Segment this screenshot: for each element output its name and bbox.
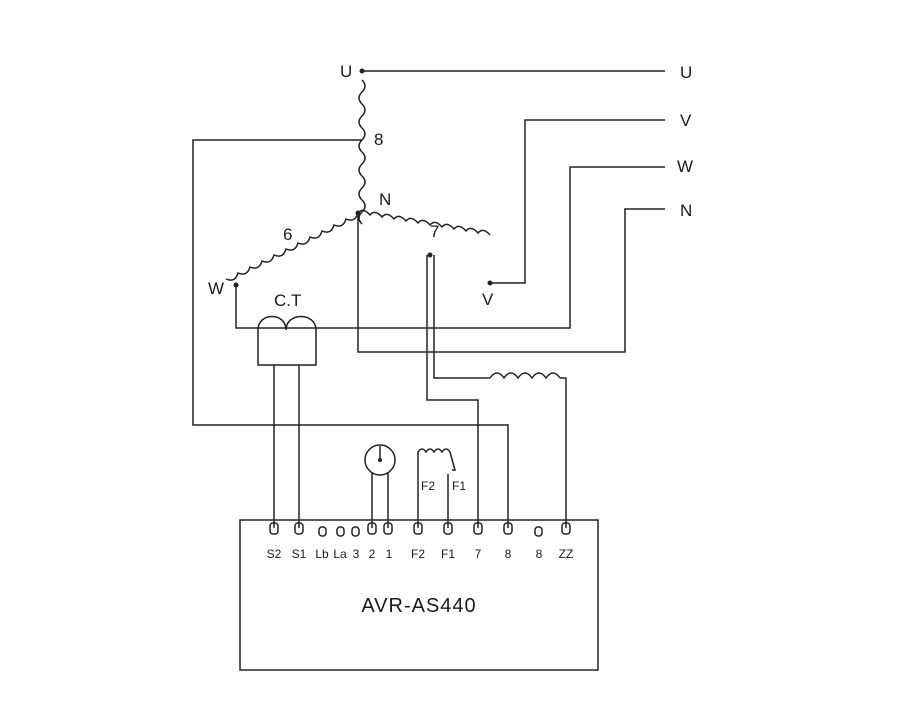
terminal-8b[interactable]: 8	[534, 526, 543, 561]
label-coil-7: 7	[430, 222, 439, 241]
ct-body	[257, 315, 317, 366]
terminal-3[interactable]: 3	[351, 526, 360, 561]
node-v	[487, 280, 493, 286]
terminal-2[interactable]: 2	[367, 522, 377, 561]
line-v	[490, 119, 665, 284]
terminal-f2[interactable]: F2	[411, 522, 425, 561]
coil-v	[357, 209, 491, 236]
terminal-lb-label: Lb	[315, 547, 329, 561]
terminal-8b-label: 8	[536, 547, 543, 561]
node-u	[359, 68, 365, 74]
label-coil-8: 8	[374, 130, 383, 149]
terminal-8a[interactable]: 8	[503, 522, 513, 561]
terminal-2-label: 2	[369, 547, 376, 561]
node-n	[355, 210, 361, 216]
output-lines	[235, 70, 665, 353]
terminal-f1-label: F1	[441, 547, 455, 561]
terminal-la[interactable]: La	[333, 526, 347, 561]
potentiometer	[364, 444, 396, 528]
wire-zz	[560, 377, 567, 528]
terminal-1-label: 1	[386, 547, 393, 561]
label-v-end: V	[482, 290, 494, 309]
aux-coil	[489, 372, 561, 380]
terminal-s2-label: S2	[267, 547, 282, 561]
terminal-lb[interactable]: Lb	[315, 526, 329, 561]
terminal-s1[interactable]: S1	[292, 522, 307, 561]
avr-box	[239, 519, 599, 671]
terminal-3-label: 3	[353, 547, 360, 561]
terminal-zz-label: ZZ	[559, 547, 574, 561]
avr-model-label: AVR-AS440	[361, 595, 476, 617]
terminal-s2[interactable]: S2	[267, 522, 282, 561]
line-w	[235, 166, 665, 329]
ct-label: C.T	[274, 291, 301, 310]
label-w-left: W	[208, 279, 224, 298]
label-n-center: N	[379, 190, 391, 209]
exciter-f1-label: F1	[452, 479, 466, 493]
exciter-f2-label: F2	[421, 479, 435, 493]
wire-aux-in	[433, 255, 490, 379]
exciter-field: F2 F1	[417, 448, 466, 528]
label-u-out: U	[680, 63, 692, 82]
node-7	[427, 252, 433, 258]
label-w-out: W	[677, 157, 693, 176]
potentiometer-icon	[364, 444, 396, 476]
avr-terminals: S2 S1 Lb La 3 2 1 F2	[267, 522, 574, 561]
terminal-s1-label: S1	[292, 547, 307, 561]
terminal-7[interactable]: 7	[473, 522, 483, 561]
exciter-field-icon	[417, 448, 456, 471]
current-transformer: C.T	[257, 291, 317, 528]
terminal-zz[interactable]: ZZ	[559, 522, 574, 561]
terminal-7-label: 7	[475, 547, 482, 561]
terminal-8a-label: 8	[505, 547, 512, 561]
line-n	[357, 208, 665, 353]
terminal-1[interactable]: 1	[383, 522, 393, 561]
stator-windings	[225, 68, 493, 288]
coil-w	[225, 212, 359, 281]
label-u-top: U	[340, 62, 352, 81]
sensing-wires	[192, 139, 567, 528]
node-w	[233, 282, 239, 288]
label-coil-6: 6	[283, 225, 292, 244]
terminal-f1[interactable]: F1	[441, 522, 455, 561]
terminal-la-label: La	[333, 547, 347, 561]
terminal-f2-label: F2	[411, 547, 425, 561]
wire-8-sense	[192, 139, 509, 528]
wire-7-sense	[426, 255, 479, 528]
label-v-out: V	[680, 111, 692, 130]
label-n-out: N	[680, 201, 692, 220]
coil-u	[358, 79, 366, 225]
